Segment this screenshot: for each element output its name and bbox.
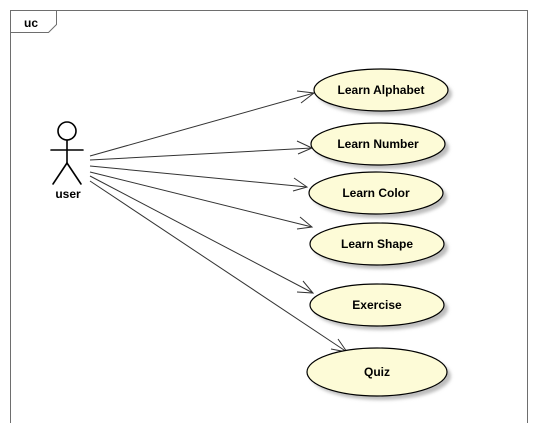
use-case-learn-color: Learn Color	[308, 171, 447, 218]
use-case-learn-shape: Learn Shape	[309, 222, 448, 269]
association-learn-shape	[89, 171, 314, 230]
use-case-quiz: Quiz	[306, 347, 451, 400]
actor-right-leg	[66, 162, 82, 185]
use-case-learn-number: Learn Number	[310, 122, 449, 169]
use-case-label: Learn Shape	[341, 237, 413, 251]
association-learn-color	[89, 165, 309, 192]
use-case-label: Quiz	[364, 365, 390, 379]
frame-label: uc	[24, 16, 38, 30]
actor-left-leg	[52, 162, 68, 185]
association-quiz	[89, 180, 349, 353]
actor-head	[57, 121, 77, 141]
use-case-ellipse	[309, 222, 445, 266]
actor-name: user	[55, 187, 81, 201]
diagram-frame: uc	[10, 10, 528, 423]
frame-tab	[10, 10, 57, 33]
actor-user	[50, 121, 84, 185]
associations	[89, 90, 349, 353]
use-case-ellipse	[310, 122, 446, 166]
use-case-label: Learn Alphabet	[338, 83, 425, 97]
use-case-learn-alphabet: Learn Alphabet	[313, 68, 452, 115]
association-learn-alphabet	[89, 90, 316, 157]
use-case-label: Exercise	[352, 298, 402, 312]
use-case-label: Learn Color	[342, 186, 410, 200]
use-case-ellipse	[313, 68, 449, 112]
use-case-ellipse	[308, 171, 444, 215]
association-learn-number	[89, 140, 314, 161]
use-case-ellipse	[309, 283, 445, 327]
use-case-exercise: Exercise	[309, 283, 448, 330]
association-exercise	[89, 175, 315, 294]
use-case-label: Learn Number	[337, 137, 419, 151]
frame-border	[10, 10, 528, 423]
use-case-ellipse	[306, 347, 448, 397]
